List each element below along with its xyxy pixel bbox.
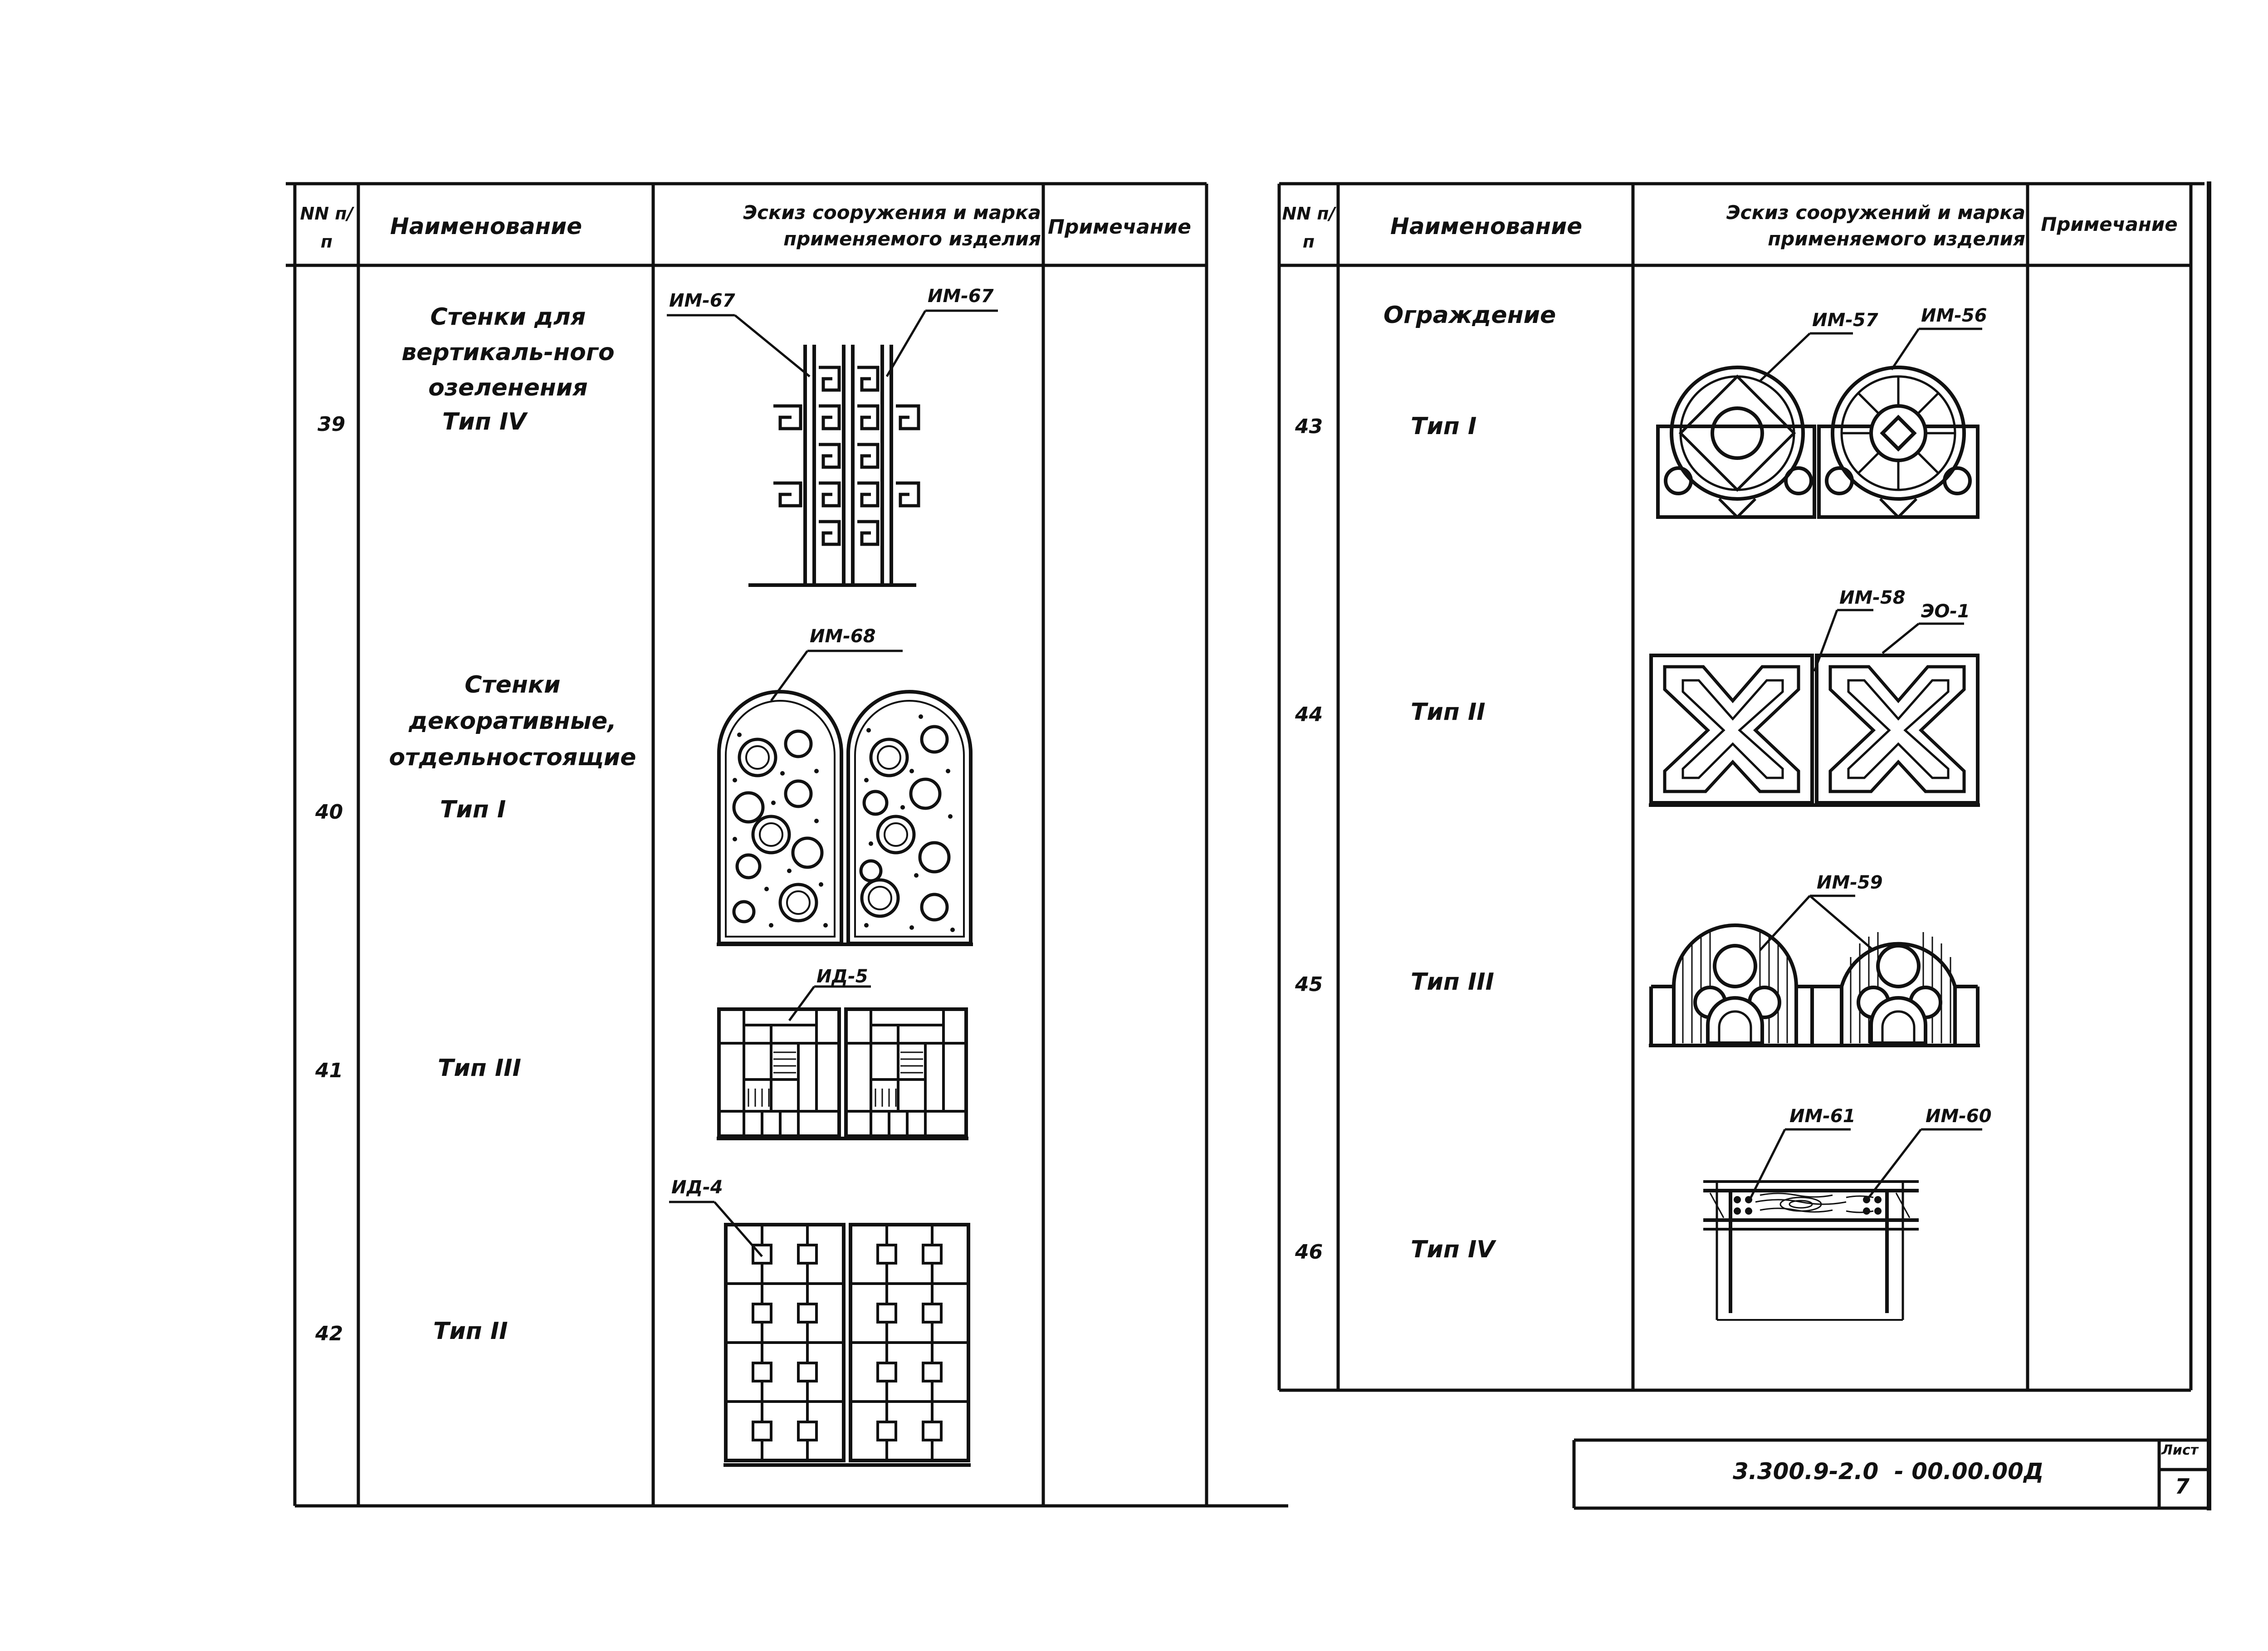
row46-mark-a: ИМ-61 — [1789, 1106, 1856, 1127]
left-header-note: Примечание — [1048, 215, 1191, 239]
row43-mark-b: ИМ-56 — [1921, 305, 1987, 326]
sketch-45 — [1649, 894, 1980, 1047]
row43-group: Ограждение — [1383, 302, 1556, 329]
left-header-name: Наименование — [390, 213, 582, 239]
row41-type: Тип III — [438, 1055, 521, 1082]
row42-mark: ИД-4 — [671, 1177, 723, 1198]
sketch-46 — [1703, 1128, 1982, 1321]
row40-number: 40 — [315, 801, 343, 824]
sketch-41 — [717, 985, 968, 1140]
row39-mark-b: ИМ-67 — [928, 286, 994, 307]
row42-type: Тип II — [433, 1318, 508, 1345]
right-header-note: Примечание — [2041, 213, 2178, 235]
sketch-44 — [1649, 609, 1980, 807]
sheet-label: Лист — [2161, 1442, 2199, 1458]
row46-number: 46 — [1295, 1241, 1323, 1264]
row40-type: Тип I — [440, 796, 506, 823]
left-header-num: NN п/п — [300, 204, 353, 252]
row44-mark-b: ЭО-1 — [1921, 601, 1970, 622]
row42-number: 42 — [315, 1322, 343, 1345]
row44-number: 44 — [1295, 703, 1323, 726]
row43-mark-a: ИМ-57 — [1812, 310, 1878, 331]
row44-mark-a: ИМ-58 — [1839, 587, 1906, 608]
sketch-39 — [667, 309, 998, 587]
row40-group: Стенки декоративные, отдельностоящие — [389, 671, 636, 771]
row46-type: Тип IV — [1411, 1236, 1495, 1263]
left-header-sketch: Эскиз сооружения и марка применяемого из… — [743, 201, 1041, 250]
sketch-43 — [1656, 327, 1982, 519]
row45-type: Тип III — [1411, 968, 1494, 996]
sheet-number: 7 — [2175, 1474, 2190, 1499]
row41-mark: ИД-5 — [816, 966, 868, 987]
row45-number: 45 — [1295, 973, 1323, 996]
row39-number: 39 — [318, 413, 346, 436]
row45-mark: ИМ-59 — [1817, 872, 1883, 893]
row44-type: Тип II — [1411, 698, 1486, 726]
row39-group: Стенки для вертикаль-ного озеленения — [401, 303, 615, 401]
sketch-40-dots — [733, 714, 955, 932]
sketch-40 — [717, 650, 973, 946]
row43-type: Тип I — [1411, 413, 1477, 440]
document-code: 3.300.9-2.0 - 00.00.00Д — [1733, 1458, 2044, 1485]
row43-number: 43 — [1295, 415, 1323, 438]
row46-mark-b: ИМ-60 — [1926, 1106, 1992, 1127]
right-header-num: NN п/п — [1282, 204, 1335, 252]
right-header-sketch: Эскиз сооружений и марка применяемого из… — [1726, 201, 2025, 250]
row39-mark-a: ИМ-67 — [669, 290, 735, 311]
row39-type: Тип IV — [442, 408, 527, 435]
row41-number: 41 — [315, 1059, 343, 1082]
row40-mark: ИМ-68 — [810, 626, 876, 647]
sketch-42 — [669, 1201, 971, 1467]
right-header-name: Наименование — [1390, 213, 1583, 239]
